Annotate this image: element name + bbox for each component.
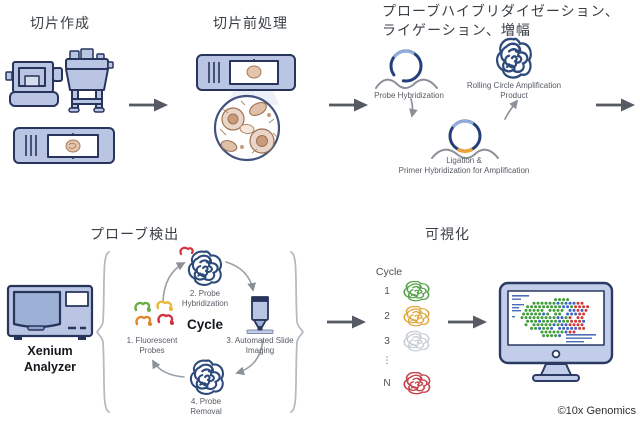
cycle-step1-line2: Probes	[139, 346, 165, 355]
cycle-arrows	[152, 261, 264, 378]
spatial-plot	[520, 298, 590, 338]
red-probe-icon	[179, 246, 194, 256]
arrow-right-icon	[129, 98, 168, 112]
cycle-step2-label: 2. Probe Hybridization	[165, 289, 245, 309]
ligation-label: Ligation & Primer Hybridization for Ampl…	[396, 156, 532, 176]
right-brace	[290, 251, 304, 413]
step3-title-line1: プローブハイブリダイゼーション、	[382, 3, 620, 19]
arrow-right-icon	[448, 315, 487, 329]
screen-text-lines	[512, 295, 596, 343]
cycle-step2-line1: 2. Probe	[189, 289, 221, 298]
rca-product-icon	[494, 36, 534, 80]
slide-magnifier-icon	[196, 54, 296, 162]
cycle3-ball-icon	[402, 330, 431, 352]
arrow-up-right-icon	[504, 99, 519, 120]
monitor-icon	[498, 281, 614, 382]
arrow-right-icon	[327, 315, 366, 329]
cycle-center-label: Cycle	[186, 317, 224, 332]
cycle-row-label: 2	[384, 311, 390, 322]
slide-imaging-objective-icon	[246, 296, 274, 334]
step5-title: 可視化	[425, 226, 470, 242]
step3-title: プローブハイブリダイゼーション、 ライゲーション、増幅	[382, 2, 620, 40]
cycle2-ball-icon	[402, 305, 431, 327]
probe-hybridization-label: Probe Hybridization	[374, 91, 444, 100]
step2-title: 切片前処理	[213, 15, 288, 31]
cycle-step4-label: 4. Probe Removal	[166, 397, 246, 417]
probe-hybridization-icon	[375, 49, 438, 89]
cycle1-ball-icon	[402, 280, 431, 302]
cycle-ellipsis: ⋮	[382, 355, 392, 365]
cycle-step1-line1: 1. Fluorescent	[126, 336, 178, 345]
xenium-label-line1: Xenium	[27, 344, 73, 358]
cycle-step4-line1: 4. Probe	[190, 397, 222, 406]
ligation-label-line2: Primer Hybridization for Amplification	[398, 166, 530, 175]
cycle-row-label: 3	[384, 336, 390, 347]
step1-title: 切片作成	[30, 15, 90, 31]
cycleN-ball-icon	[402, 371, 432, 395]
cycle-step3-line2: Imaging	[245, 346, 275, 355]
cycle-step3-line1: 3. Automated Slide	[226, 336, 294, 345]
arrow-right-icon	[596, 98, 635, 112]
microtome-cryostat-icon	[5, 48, 114, 113]
step3-title-line2: ライゲーション、増幅	[382, 21, 531, 38]
xenium-analyzer-icon	[6, 284, 94, 340]
cycle-column-header: Cycle	[375, 266, 403, 278]
xenium-label-line2: Analyzer	[23, 359, 77, 374]
xenium-analyzer-label: Xenium Analyzer	[4, 344, 96, 375]
cycle-step2-line2: Hybridization	[181, 299, 229, 308]
cycle-step1-label: 1. Fluorescent Probes	[112, 336, 192, 356]
cycle-row-label: 1	[384, 286, 390, 297]
fluorescent-probes-icon	[134, 300, 174, 326]
cycle-step3-label: 3. Automated Slide Imaging	[218, 336, 302, 356]
left-brace	[96, 251, 110, 413]
rca-product-label: Rolling Circle Amplification Product	[466, 81, 562, 101]
cycle-step4-line2: Removal	[190, 407, 222, 416]
step4-title: プローブ検出	[90, 226, 180, 242]
rca-label-line1: Rolling Circle Amplification	[466, 81, 562, 90]
probe-removal-ball-icon	[188, 358, 226, 396]
ligation-label-line1: Ligation &	[446, 156, 482, 165]
copyright: ©10x Genomics	[557, 405, 636, 417]
rca-label-line2: Product	[500, 91, 528, 100]
cycle-row-label: N	[383, 378, 391, 389]
ligation-icon	[431, 119, 499, 159]
arrow-down-icon	[409, 98, 418, 118]
tissue-slide-icon	[13, 127, 115, 164]
arrow-right-icon	[329, 98, 368, 112]
